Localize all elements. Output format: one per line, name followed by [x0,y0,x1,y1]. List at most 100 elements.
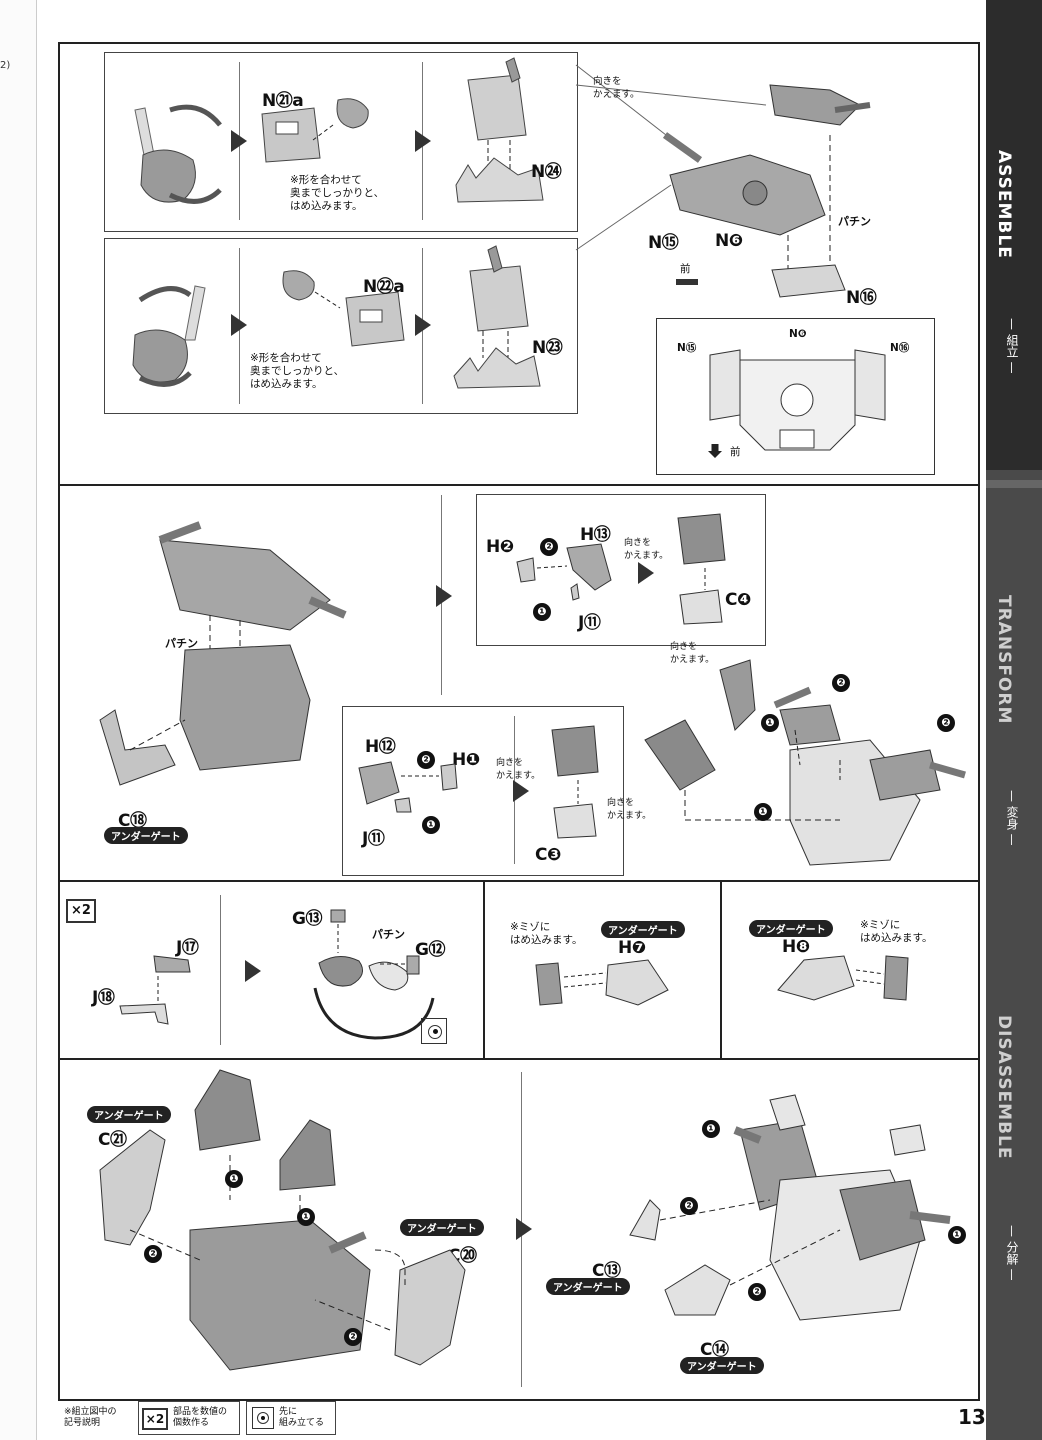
step-number: ❷ [680,1197,698,1215]
part-label: H❼ [618,938,646,958]
leg-part-illustration [516,543,612,601]
rotation-assembly-illustration [313,909,435,1040]
part-label: H❷ [486,537,514,557]
front-arrow-icon [708,444,722,458]
step-number: ❶ [948,1226,966,1244]
under-gate-badge: アンダーゲート [680,1357,764,1374]
part-label: N⑯ [846,288,877,308]
under-gate-badge: アンダーゲート [87,1106,171,1123]
shoulder-part-illustration [134,104,222,204]
step-number: ❶ [533,603,551,621]
turn-note: 向きを かえます。 [607,798,652,821]
fit-note: ※形を合わせて 奥までしっかりと、 はめ込みます。 [250,352,345,390]
inset-label: N❻ [789,328,807,340]
divider [483,882,485,1058]
pre-assemble-icon [421,1018,447,1044]
step-number: ❶ [225,1170,243,1188]
part-label: H⑬ [580,525,611,545]
assembled-subpart-illustration [455,57,544,203]
pre-assemble-icon [252,1407,274,1429]
part-label: C❸ [535,845,561,865]
front-label: 前 [730,446,741,458]
step-number: ❶ [297,1208,315,1226]
joint-part-illustration [119,955,191,1025]
part-label: C㉑ [98,1130,127,1150]
snap-sound: パチン [372,928,405,941]
torso-legs-illustration [644,659,966,866]
tab-transform-sub: — 変身 — [1005,790,1019,846]
step-number: ❶ [702,1120,720,1138]
step-number: ❷ [832,674,850,692]
assembled-subpart-illustration [453,245,541,389]
step-number: ❶ [422,816,440,834]
multiplier-badge: ×2 [66,899,96,923]
step-number: ❶ [761,714,779,732]
adjacent-page-edge: 2) [0,0,37,1440]
turn-note: 向きを かえます。 [593,76,640,100]
step-number: ❷ [344,1328,362,1346]
base-assembly-illustration [662,84,871,298]
part-label: G⑬ [292,909,322,929]
step-number: ❷ [937,714,955,732]
part-label: J⑪ [578,613,601,633]
section-tabs: ASSEMBLE — 組立 — TRANSFORM — 変身 — DISASSE… [986,0,1042,1440]
plate-part-illustration [261,98,369,163]
under-gate-badge: アンダーゲート [749,920,833,937]
step-number: ❷ [144,1245,162,1263]
leg-assembly-illustration [551,725,599,839]
bleed-text: 2) [0,60,11,71]
part-label: N❻ [715,231,743,251]
part-label: N㉑a [262,91,304,111]
part-label: N㉔ [531,162,562,182]
turn-note: 向きを かえます。 [496,758,541,781]
legend-title: ※組立図中の 記号説明 [64,1407,117,1428]
callout-lines [575,64,767,251]
tab-disassemble-sub: — 分解 — [1005,1225,1019,1281]
tab-assemble: ASSEMBLE [994,150,1014,259]
step-number: ❶ [754,803,772,821]
front-label: 前 [680,263,691,275]
groove-note: ※ミゾに はめ込みます。 [510,921,583,946]
under-gate-badge: アンダーゲート [601,921,685,938]
symbol-legend: ※組立図中の 記号説明 ×2 部品を数値の 個数作る 先に 組み立てる [58,1401,348,1435]
snap-sound: パチン [838,215,871,228]
hip-part-illustration [535,959,669,1006]
divider [58,1058,978,1060]
tab-transform: TRANSFORM [994,595,1014,725]
tab-assemble-sub: — 組立 — [1005,318,1019,374]
step-number: ❷ [540,538,558,556]
inset-label: N⑮ [677,342,697,354]
part-label: C⑭ [700,1340,729,1360]
leg-assembly-illustration [677,513,726,625]
multiplier-badge: ×2 [142,1408,168,1430]
hip-part-illustration [777,955,909,1001]
groove-note: ※ミゾに はめ込みます。 [860,919,933,944]
body-assembly-illustration [99,521,347,786]
part-label: G⑫ [415,940,445,960]
part-label: J⑰ [176,938,199,958]
legend-text: 先に 組み立てる [279,1407,325,1428]
step-number: ❷ [417,751,435,769]
turn-note: 向きを かえます。 [670,642,715,665]
under-gate-badge: アンダーゲート [546,1278,630,1295]
part-label: N㉓ [532,338,563,358]
part-label: J⑪ [362,829,385,849]
plate-part-illustration [282,270,405,347]
divider [58,484,978,486]
lower-body-transform-illustration [629,1094,951,1321]
divider [58,880,978,882]
part-label: H❶ [452,750,480,770]
under-gate-badge: アンダーゲート [400,1219,484,1236]
snap-sound: パチン [165,637,198,650]
part-label: N㉒a [363,277,405,297]
top-view-illustration [709,349,886,451]
lower-body-assembly-illustration [99,1069,466,1371]
part-label: C❹ [725,590,751,610]
inset-label: N⑯ [890,342,910,354]
divider [720,882,722,1058]
turn-note: 向きを かえます。 [624,538,669,561]
part-label: C⑬ [592,1261,621,1281]
shoulder-part-illustration [132,285,206,387]
fit-note: ※形を合わせて 奥までしっかりと、 はめ込みます。 [290,174,385,212]
part-label: J⑱ [92,988,115,1008]
